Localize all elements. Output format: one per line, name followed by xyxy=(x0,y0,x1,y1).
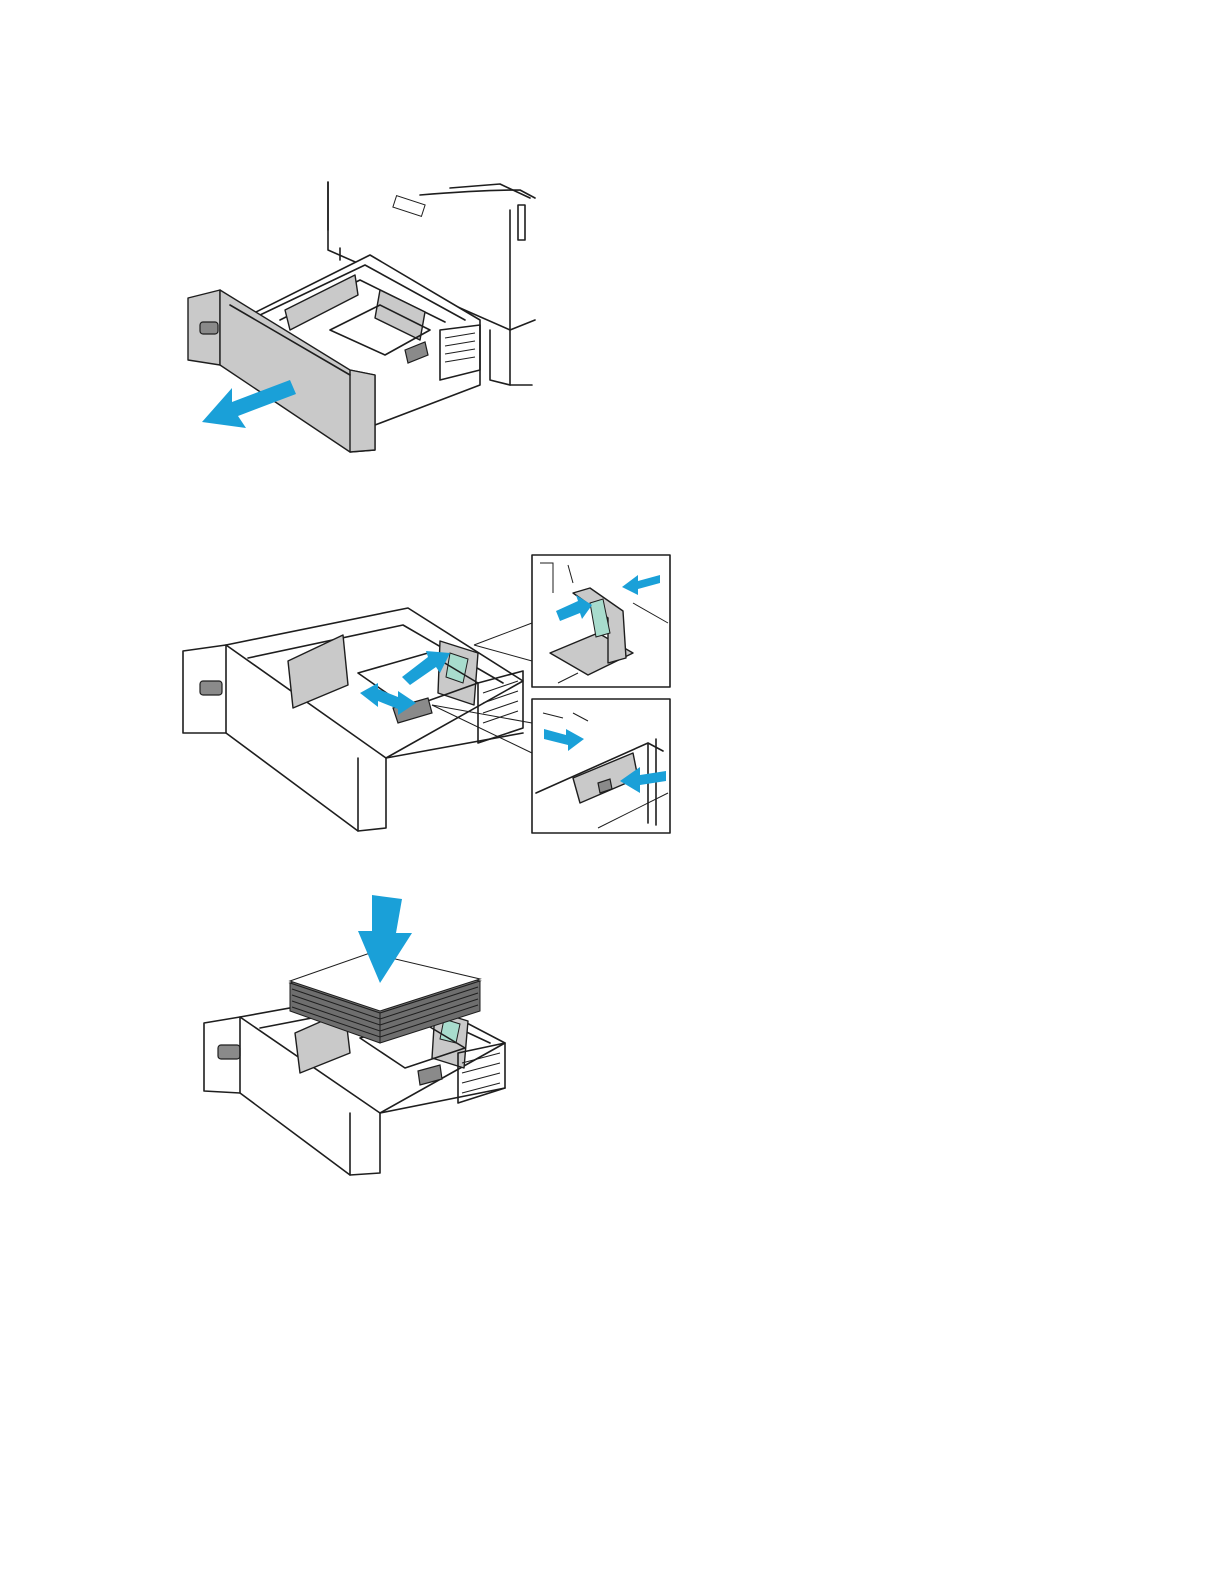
inset-width-guide xyxy=(532,699,670,833)
figure-load-paper xyxy=(200,893,516,1178)
load-paper-illustration xyxy=(200,893,516,1178)
inset-length-guide xyxy=(532,555,670,687)
figure-pull-out-tray xyxy=(180,180,540,460)
pull-out-tray-illustration xyxy=(180,180,540,460)
adjust-guides-illustration xyxy=(178,553,674,835)
figure-adjust-guides xyxy=(178,553,674,835)
squeeze-arrow-icon xyxy=(622,575,660,595)
paper-tray xyxy=(183,608,523,831)
squeeze-arrow-icon xyxy=(544,729,584,751)
